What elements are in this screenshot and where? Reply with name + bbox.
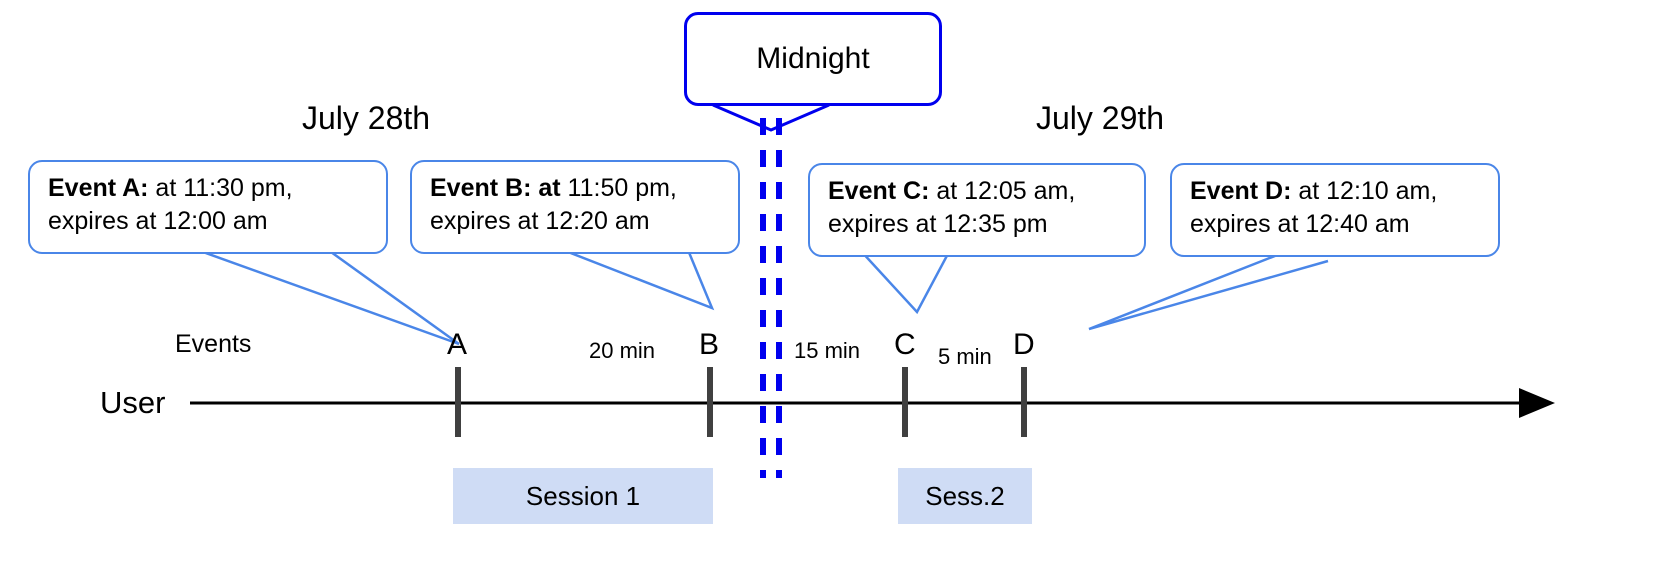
user-row-label: User — [100, 385, 166, 420]
event-a-line-1-rest: at 11:30 pm, — [148, 174, 293, 202]
event-c-bold-prefix: Event C: — [828, 177, 930, 205]
midnight-label: Midnight — [756, 42, 870, 75]
event-c-line-1: Event C: at 12:05 am, — [828, 175, 1128, 208]
session-1-label: Session 1 — [525, 480, 641, 511]
event-d-line-1: Event D: at 12:10 am, — [1190, 175, 1482, 208]
tick-label-b: B — [699, 328, 720, 361]
interval-label-c-d: 5 min — [938, 344, 992, 369]
event-d-callout: Event D: at 12:10 am, expires at 12:40 a… — [1170, 163, 1500, 257]
session-2-box: Sess.2 — [898, 468, 1032, 524]
interval-label-a-b: 20 min — [589, 338, 656, 363]
event-c-line-2: expires at 12:35 pm — [828, 210, 1048, 238]
event-b-bold-prefix: Event B: at — [430, 174, 561, 202]
event-c-callout-tail — [859, 249, 952, 315]
midnight-callout: Midnight — [684, 12, 942, 106]
date-label-july-29: July 29th — [1036, 100, 1165, 136]
event-b-line-1-rest: 11:50 pm, — [560, 174, 677, 202]
event-c-line-1-rest: at 12:05 am, — [929, 177, 1076, 205]
event-a-bold-prefix: Event A: — [48, 174, 149, 202]
event-d-bold-prefix: Event D: — [1190, 177, 1292, 205]
event-c-callout: Event C: at 12:05 am, expires at 12:35 p… — [808, 163, 1146, 257]
event-d-callout-tail — [1088, 248, 1329, 331]
event-a-line-1: Event A: at 11:30 pm, — [48, 172, 370, 205]
interval-label-b-c: 15 min — [794, 338, 861, 363]
tick-label-c: C — [894, 328, 916, 361]
session-2-label: Sess.2 — [925, 480, 1005, 511]
event-d-line-2: expires at 12:40 am — [1190, 210, 1410, 238]
event-b-line-1: Event B: at 11:50 pm, — [430, 172, 722, 205]
event-b-line-2: expires at 12:20 am — [430, 207, 650, 235]
date-label-july-28: July 28th — [302, 100, 431, 136]
tick-label-d: D — [1013, 328, 1035, 361]
session-1-box: Session 1 — [453, 468, 713, 524]
event-b-callout-tail — [562, 248, 715, 311]
tick-label-a: A — [447, 328, 468, 361]
midnight-callout-tail — [712, 103, 830, 132]
event-a-callout: Event A: at 11:30 pm, expires at 12:00 a… — [28, 160, 388, 254]
event-b-callout: Event B: at 11:50 pm, expires at 12:20 a… — [410, 160, 740, 254]
events-row-label: Events — [175, 330, 252, 358]
event-a-line-2: expires at 12:00 am — [48, 207, 268, 235]
event-d-line-1-rest: at 12:10 am, — [1291, 177, 1438, 205]
